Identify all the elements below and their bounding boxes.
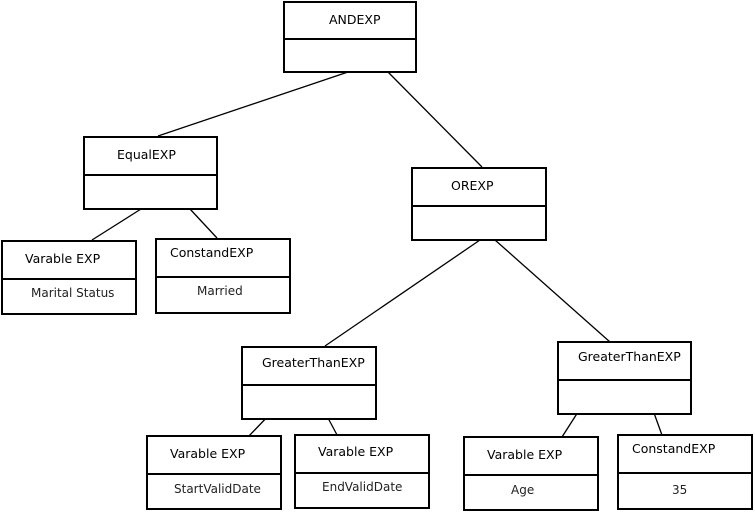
node-constant-35: ConstandEXP 35 bbox=[617, 434, 753, 510]
node-title: GreaterThanEXP bbox=[262, 355, 365, 370]
edge-or-gtleft bbox=[324, 239, 481, 347]
node-greaterthan-right: GreaterThanEXP bbox=[557, 341, 692, 415]
node-title: ConstandEXP bbox=[632, 441, 716, 456]
node-title-area: Varable EXP bbox=[465, 438, 597, 476]
node-equalexp: EqualEXP bbox=[83, 136, 218, 210]
node-title: Varable EXP bbox=[318, 444, 394, 459]
node-title-area: Varable EXP bbox=[148, 437, 280, 475]
node-variable-endvaliddate: Varable EXP EndValidDate bbox=[294, 434, 430, 509]
node-andexp: ANDEXP bbox=[283, 1, 417, 73]
node-value: Married bbox=[197, 284, 243, 298]
edge-equal-const bbox=[189, 208, 218, 239]
node-variable-startvaliddate: Varable EXP StartValidDate bbox=[146, 435, 282, 510]
node-title: GreaterThanEXP bbox=[578, 349, 681, 364]
node-title-area: EqualEXP bbox=[85, 138, 216, 176]
edge-gtright-age bbox=[561, 411, 579, 438]
node-value-area: StartValidDate bbox=[148, 473, 280, 508]
node-value-area: EndValidDate bbox=[296, 472, 428, 507]
node-value: EndValidDate bbox=[322, 480, 403, 494]
node-title: EqualEXP bbox=[117, 147, 176, 162]
node-value: 35 bbox=[672, 483, 688, 497]
node-value-area: Marital Status bbox=[3, 278, 135, 313]
node-title-area: GreaterThanEXP bbox=[559, 343, 690, 381]
node-variable-marital-status: Varable EXP Marital Status bbox=[1, 240, 137, 315]
node-title: OREXP bbox=[451, 178, 494, 193]
node-title-area: Varable EXP bbox=[3, 242, 135, 280]
edge-and-or bbox=[387, 71, 483, 168]
node-constant-married: ConstandEXP Married bbox=[155, 238, 291, 314]
node-title: ConstandEXP bbox=[170, 245, 254, 260]
node-title-area: ConstandEXP bbox=[157, 240, 289, 278]
node-title: Varable EXP bbox=[25, 251, 101, 266]
node-value: StartValidDate bbox=[174, 482, 261, 496]
node-variable-age: Varable EXP Age bbox=[463, 436, 599, 511]
edge-or-gtright bbox=[494, 239, 611, 343]
node-value-area: Married bbox=[157, 276, 289, 312]
node-value-area: 35 bbox=[619, 472, 751, 508]
node-value-area: Age bbox=[465, 474, 597, 509]
node-orexp: OREXP bbox=[411, 167, 547, 241]
node-title: ANDEXP bbox=[329, 12, 381, 27]
node-greaterthan-left: GreaterThanEXP bbox=[241, 346, 377, 420]
node-title-area: Varable EXP bbox=[296, 436, 428, 474]
node-value: Marital Status bbox=[31, 286, 115, 300]
node-title-area: OREXP bbox=[413, 169, 545, 207]
node-title: Varable EXP bbox=[170, 446, 246, 461]
edge-equal-var bbox=[91, 208, 142, 241]
node-title-area: ANDEXP bbox=[285, 3, 415, 40]
node-title: Varable EXP bbox=[487, 447, 563, 462]
node-value: Age bbox=[511, 483, 535, 497]
node-title-area: GreaterThanEXP bbox=[243, 348, 375, 386]
node-title-area: ConstandEXP bbox=[619, 436, 751, 474]
edge-and-equal bbox=[157, 71, 349, 137]
